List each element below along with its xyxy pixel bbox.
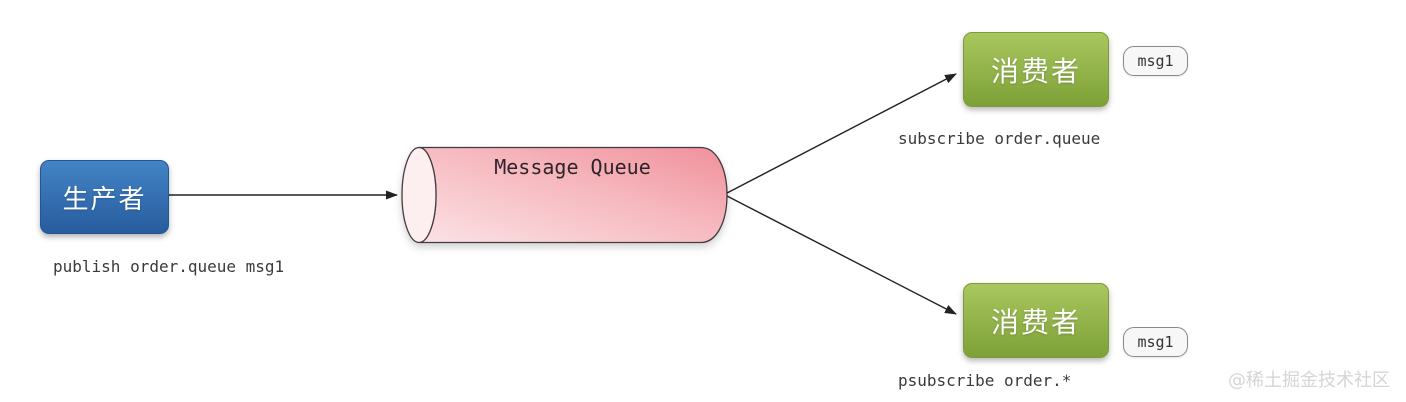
subscribe-command: subscribe order.queue [898, 129, 1101, 148]
watermark: @稀土掘金技术社区 [1228, 370, 1390, 391]
psubscribe-command: psubscribe order.* [898, 371, 1072, 390]
msg-badge-1: msg1 [1123, 46, 1188, 76]
consumer-node-2: 消费者 [963, 283, 1109, 358]
producer-node: 生产者 [40, 160, 169, 234]
publish-command: publish order.queue msg1 [53, 257, 285, 276]
msg-badge-2: msg1 [1123, 327, 1188, 357]
consumer-node-1: 消费者 [963, 32, 1109, 107]
producer-label: 生产者 [62, 184, 147, 215]
cylinder-open-face [401, 146, 437, 244]
queue-title: Message Queue [494, 155, 651, 179]
arrow-queue-to-consumer-2 [726, 195, 957, 315]
arrows [167, 73, 957, 315]
consumer-1-label: 消费者 [990, 54, 1081, 88]
arrow-queue-to-consumer-1 [726, 73, 957, 194]
consumer-2-label: 消费者 [990, 305, 1081, 339]
message-queue-cylinder [401, 146, 728, 244]
